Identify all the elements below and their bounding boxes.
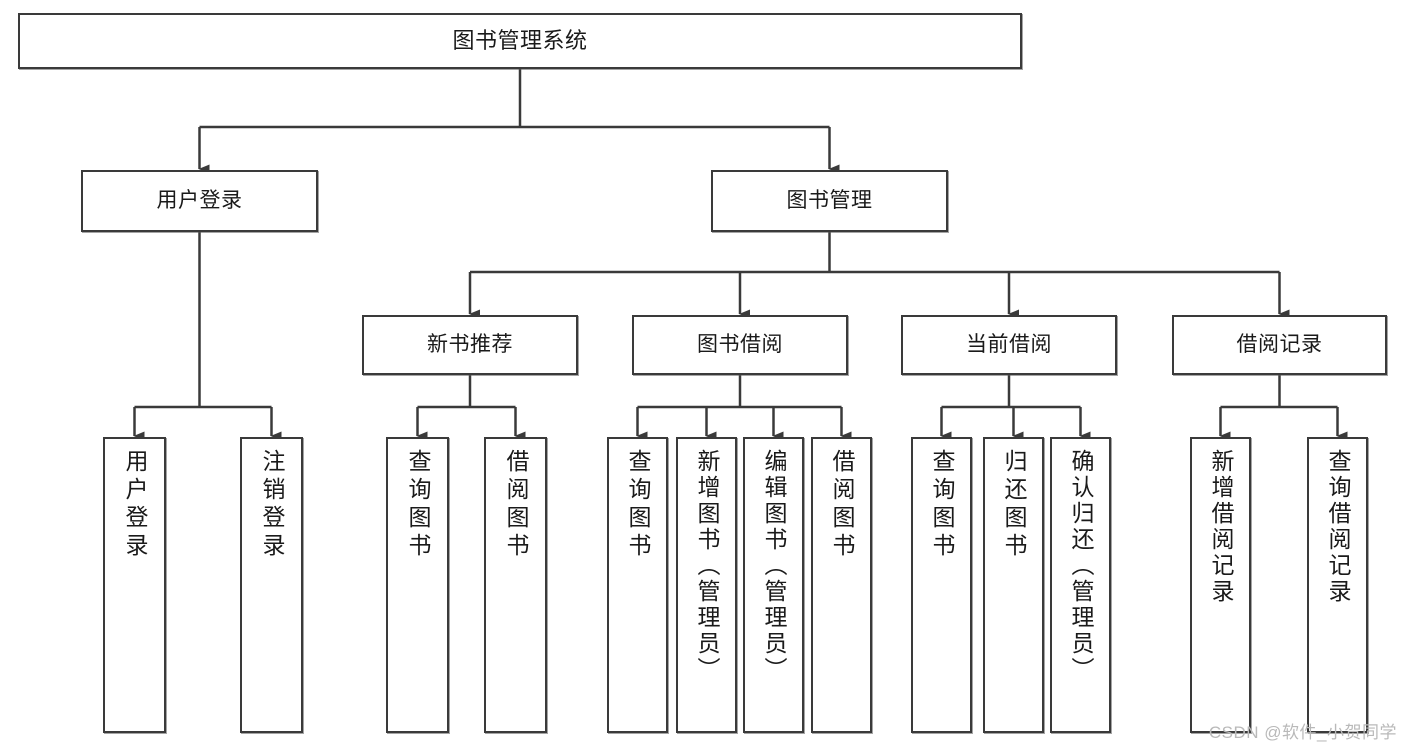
node-new-book-rec[interactable]: 新书推荐: [362, 315, 578, 375]
node-label: 确认归还（管理员）: [1068, 449, 1094, 683]
node-label: 注销登录: [259, 449, 285, 561]
node-label: 图书借阅: [697, 332, 783, 356]
node-current-borrow[interactable]: 当前借阅: [901, 315, 1117, 375]
node-label: 图书管理系统: [452, 28, 588, 54]
node-label: 新增借阅记录: [1208, 449, 1234, 605]
node-leaf-return-book[interactable]: 归还图书: [983, 437, 1044, 733]
node-label: 查询借阅记录: [1325, 449, 1351, 605]
node-leaf-borrow-book-bb[interactable]: 借阅图书: [811, 437, 872, 733]
node-leaf-add-record[interactable]: 新增借阅记录: [1190, 437, 1251, 733]
node-label: 当前借阅: [966, 332, 1052, 356]
node-book-manage[interactable]: 图书管理: [711, 170, 948, 232]
node-leaf-query-book-bb[interactable]: 查询图书: [607, 437, 668, 733]
node-label: 图书管理: [786, 188, 873, 212]
node-label: 编辑图书（管理员）: [761, 449, 787, 683]
node-label: 借阅图书: [829, 449, 855, 561]
node-leaf-user-login[interactable]: 用户登录: [103, 437, 166, 733]
node-leaf-query-record[interactable]: 查询借阅记录: [1307, 437, 1368, 733]
node-user-login[interactable]: 用户登录: [81, 170, 318, 232]
node-label: 查询图书: [625, 449, 651, 561]
node-label: 查询图书: [405, 449, 431, 561]
node-label: 新书推荐: [427, 332, 513, 356]
node-borrow-record[interactable]: 借阅记录: [1172, 315, 1387, 375]
node-label: 借阅图书: [503, 449, 529, 561]
node-label: 查询图书: [929, 449, 955, 561]
node-leaf-borrow-book-rec[interactable]: 借阅图书: [484, 437, 547, 733]
node-book-borrow[interactable]: 图书借阅: [632, 315, 848, 375]
node-leaf-confirm-return[interactable]: 确认归还（管理员）: [1050, 437, 1111, 733]
node-leaf-query-book-rec[interactable]: 查询图书: [386, 437, 449, 733]
node-label: 新增图书（管理员）: [694, 449, 720, 683]
node-label: 用户登录: [156, 188, 243, 212]
node-leaf-query-book-cb[interactable]: 查询图书: [911, 437, 972, 733]
node-root[interactable]: 图书管理系统: [18, 13, 1022, 69]
node-leaf-add-book[interactable]: 新增图书（管理员）: [676, 437, 737, 733]
node-label: 归还图书: [1001, 449, 1027, 561]
node-label: 用户登录: [122, 449, 148, 561]
node-label: 借阅记录: [1236, 332, 1323, 356]
node-leaf-edit-book[interactable]: 编辑图书（管理员）: [743, 437, 804, 733]
node-leaf-logout[interactable]: 注销登录: [240, 437, 303, 733]
